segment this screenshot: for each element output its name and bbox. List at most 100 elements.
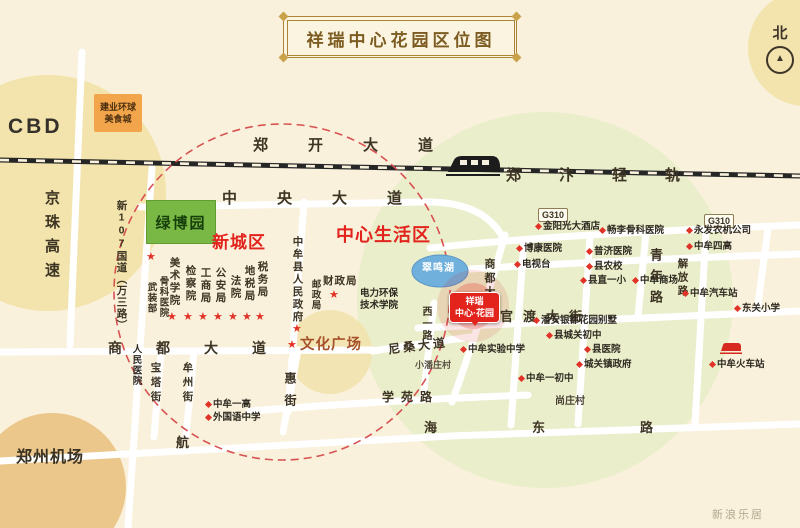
road-vertical-3 <box>634 229 650 320</box>
road-qingnian <box>466 250 800 273</box>
project-marker: 祥瑞 中心·花园 <box>449 292 500 327</box>
road-label-zhengbian-rail: 郑汴轻轨 <box>506 167 719 184</box>
road-guandu-street <box>414 307 800 332</box>
diamond-marker-icon <box>631 277 640 285</box>
diamond-marker-icon <box>585 263 594 271</box>
diamond-marker-icon <box>534 223 543 231</box>
star-icon: ★ <box>242 311 252 323</box>
diamond-marker-icon <box>583 346 592 354</box>
star-icon: ★ <box>198 311 208 323</box>
road-label-qingnian: 青年路 <box>648 248 663 311</box>
diamond-marker-icon <box>459 346 468 354</box>
road-label-xiyi: 西一路 <box>420 306 431 342</box>
poi-chengguan-juniorhigh: 县城关初中 <box>545 330 602 341</box>
poi-label: 县城关初中 <box>554 330 602 341</box>
poi-puji-hospital: 普济医院 <box>585 247 632 257</box>
project-marker-pointer-icon <box>470 321 479 330</box>
project-name-line2: 中心·花园 <box>455 307 494 318</box>
poi-label: 电视台 <box>522 259 551 270</box>
gov-art-academy: 美术学院 <box>168 257 181 307</box>
poi-experimental-school: 中牟实验中学 <box>459 344 526 355</box>
gov-industry-commerce: 工商局 <box>199 267 212 305</box>
road-label-xueyuan: 学苑路 <box>382 390 440 404</box>
compass-icon: ▲ <box>766 46 794 74</box>
watermark: 新浪乐居 <box>712 509 764 521</box>
poi-label: 潘安银都花园别墅 <box>541 315 618 326</box>
poi-shopping-mall: 中牟商场 <box>631 275 679 286</box>
road-label-hanghai-2: 海东路 <box>424 420 749 435</box>
lake-label: 翠鸣湖 <box>422 263 455 274</box>
poi-train-station: 中牟火车站 <box>708 360 765 370</box>
diamond-marker-icon <box>517 375 526 383</box>
diamond-marker-icon <box>733 305 742 313</box>
diamond-marker-icon <box>685 243 694 251</box>
lvboyuan-label: 绿博园 <box>155 214 207 232</box>
road-shangdu-west <box>0 346 376 356</box>
road-label-baota: 宝塔街 <box>149 362 162 406</box>
gov-post-office: 邮政局 <box>309 279 321 311</box>
diamond-marker-icon <box>585 248 594 256</box>
poi-dongguan-elementary: 东关小学 <box>733 304 780 314</box>
north-indicator: 北 ▲ <box>758 22 800 74</box>
poi-county-hospital: 县医院 <box>583 344 621 355</box>
poi-power-college: 电力环保 技术学院 <box>352 288 406 313</box>
road-xiyi <box>419 299 438 403</box>
star-icon: ★ <box>255 311 265 323</box>
poi-label: 金阳光大酒店 <box>543 221 601 232</box>
poi-town-government: 城关镇政府 <box>575 360 632 370</box>
star-icon: ★ <box>287 339 297 351</box>
poi-label: 中牟一高 <box>213 399 252 410</box>
railway-line <box>0 157 800 179</box>
road-label-zhengkai: 郑开大道 <box>253 137 474 154</box>
area-new-town: 新城区 <box>212 233 266 252</box>
star-icon: ★ <box>213 311 223 323</box>
diamond-marker-icon <box>532 317 541 325</box>
poi-agri-machinery: 永发农机公司 <box>685 226 751 236</box>
poi-no4-highschool: 中牟四高 <box>685 242 732 252</box>
page-title: 祥瑞中心花园区位图 <box>287 20 515 56</box>
diamond-marker-icon <box>681 290 690 298</box>
road-badge-g310-east: G310 <box>704 214 735 228</box>
jianye-label-line2: 美食城 <box>104 114 132 124</box>
star-icon: ★ <box>146 251 156 263</box>
road-central-avenue <box>136 198 506 240</box>
gov-public-security: 公安局 <box>214 267 227 305</box>
area-cbd: CBD <box>8 115 63 138</box>
road-label-jiefang: 解放路 <box>676 258 689 299</box>
poi-label: 县医院 <box>592 344 621 355</box>
road-baota-street <box>150 348 165 441</box>
gov-local-tax: 地税局 <box>243 265 256 303</box>
poi-panan-villa: 潘安银都花园别墅 <box>532 315 618 326</box>
diamond-marker-icon <box>515 245 524 253</box>
road-vertical-4 <box>691 227 710 428</box>
title-frame: 祥瑞中心花园区位图 <box>278 11 522 63</box>
diamond-marker-icon <box>545 332 554 340</box>
gov-court: 法院 <box>229 275 242 300</box>
diamond-marker-icon <box>708 361 717 369</box>
area-airport: 郑州机场 <box>16 449 85 466</box>
poi-no1-highschool: 中牟一高 <box>204 399 252 410</box>
poi-power-college-line2: 技术学院 <box>359 300 398 312</box>
poi-tv-station: 电视台 <box>513 259 551 270</box>
poi-foreign-language-school: 外国语中学 <box>204 413 261 423</box>
road-label-g107: 新107国道（万三路） <box>115 200 128 331</box>
diamond-marker-icon <box>685 227 694 235</box>
project-name-line1: 祥瑞 <box>465 296 484 306</box>
star-icon: ★ <box>183 311 193 323</box>
poi-label: 中牟商场 <box>640 275 679 286</box>
lake-shape <box>411 254 469 288</box>
diamond-marker-icon <box>575 361 584 369</box>
poi-label: 博康医院 <box>524 243 563 254</box>
diamond-marker-icon <box>598 227 607 235</box>
poi-label: 中牟实验中学 <box>468 344 526 355</box>
road-muzhou-street <box>182 347 198 440</box>
road-label-muzhou: 牟州街 <box>181 362 194 406</box>
north-label: 北 <box>772 25 788 42</box>
gov-tax-bureau: 税务局 <box>256 261 269 299</box>
poi-peoples-hospital: 人民医院 <box>130 344 142 386</box>
lvboyuan-box: 绿博园 <box>146 200 216 244</box>
area-culture-square: 文化广场 <box>300 337 362 353</box>
poi-first-juniorhigh: 中牟一初中 <box>517 374 574 384</box>
road-label-shangdu-west: 商都大道 <box>108 340 300 356</box>
